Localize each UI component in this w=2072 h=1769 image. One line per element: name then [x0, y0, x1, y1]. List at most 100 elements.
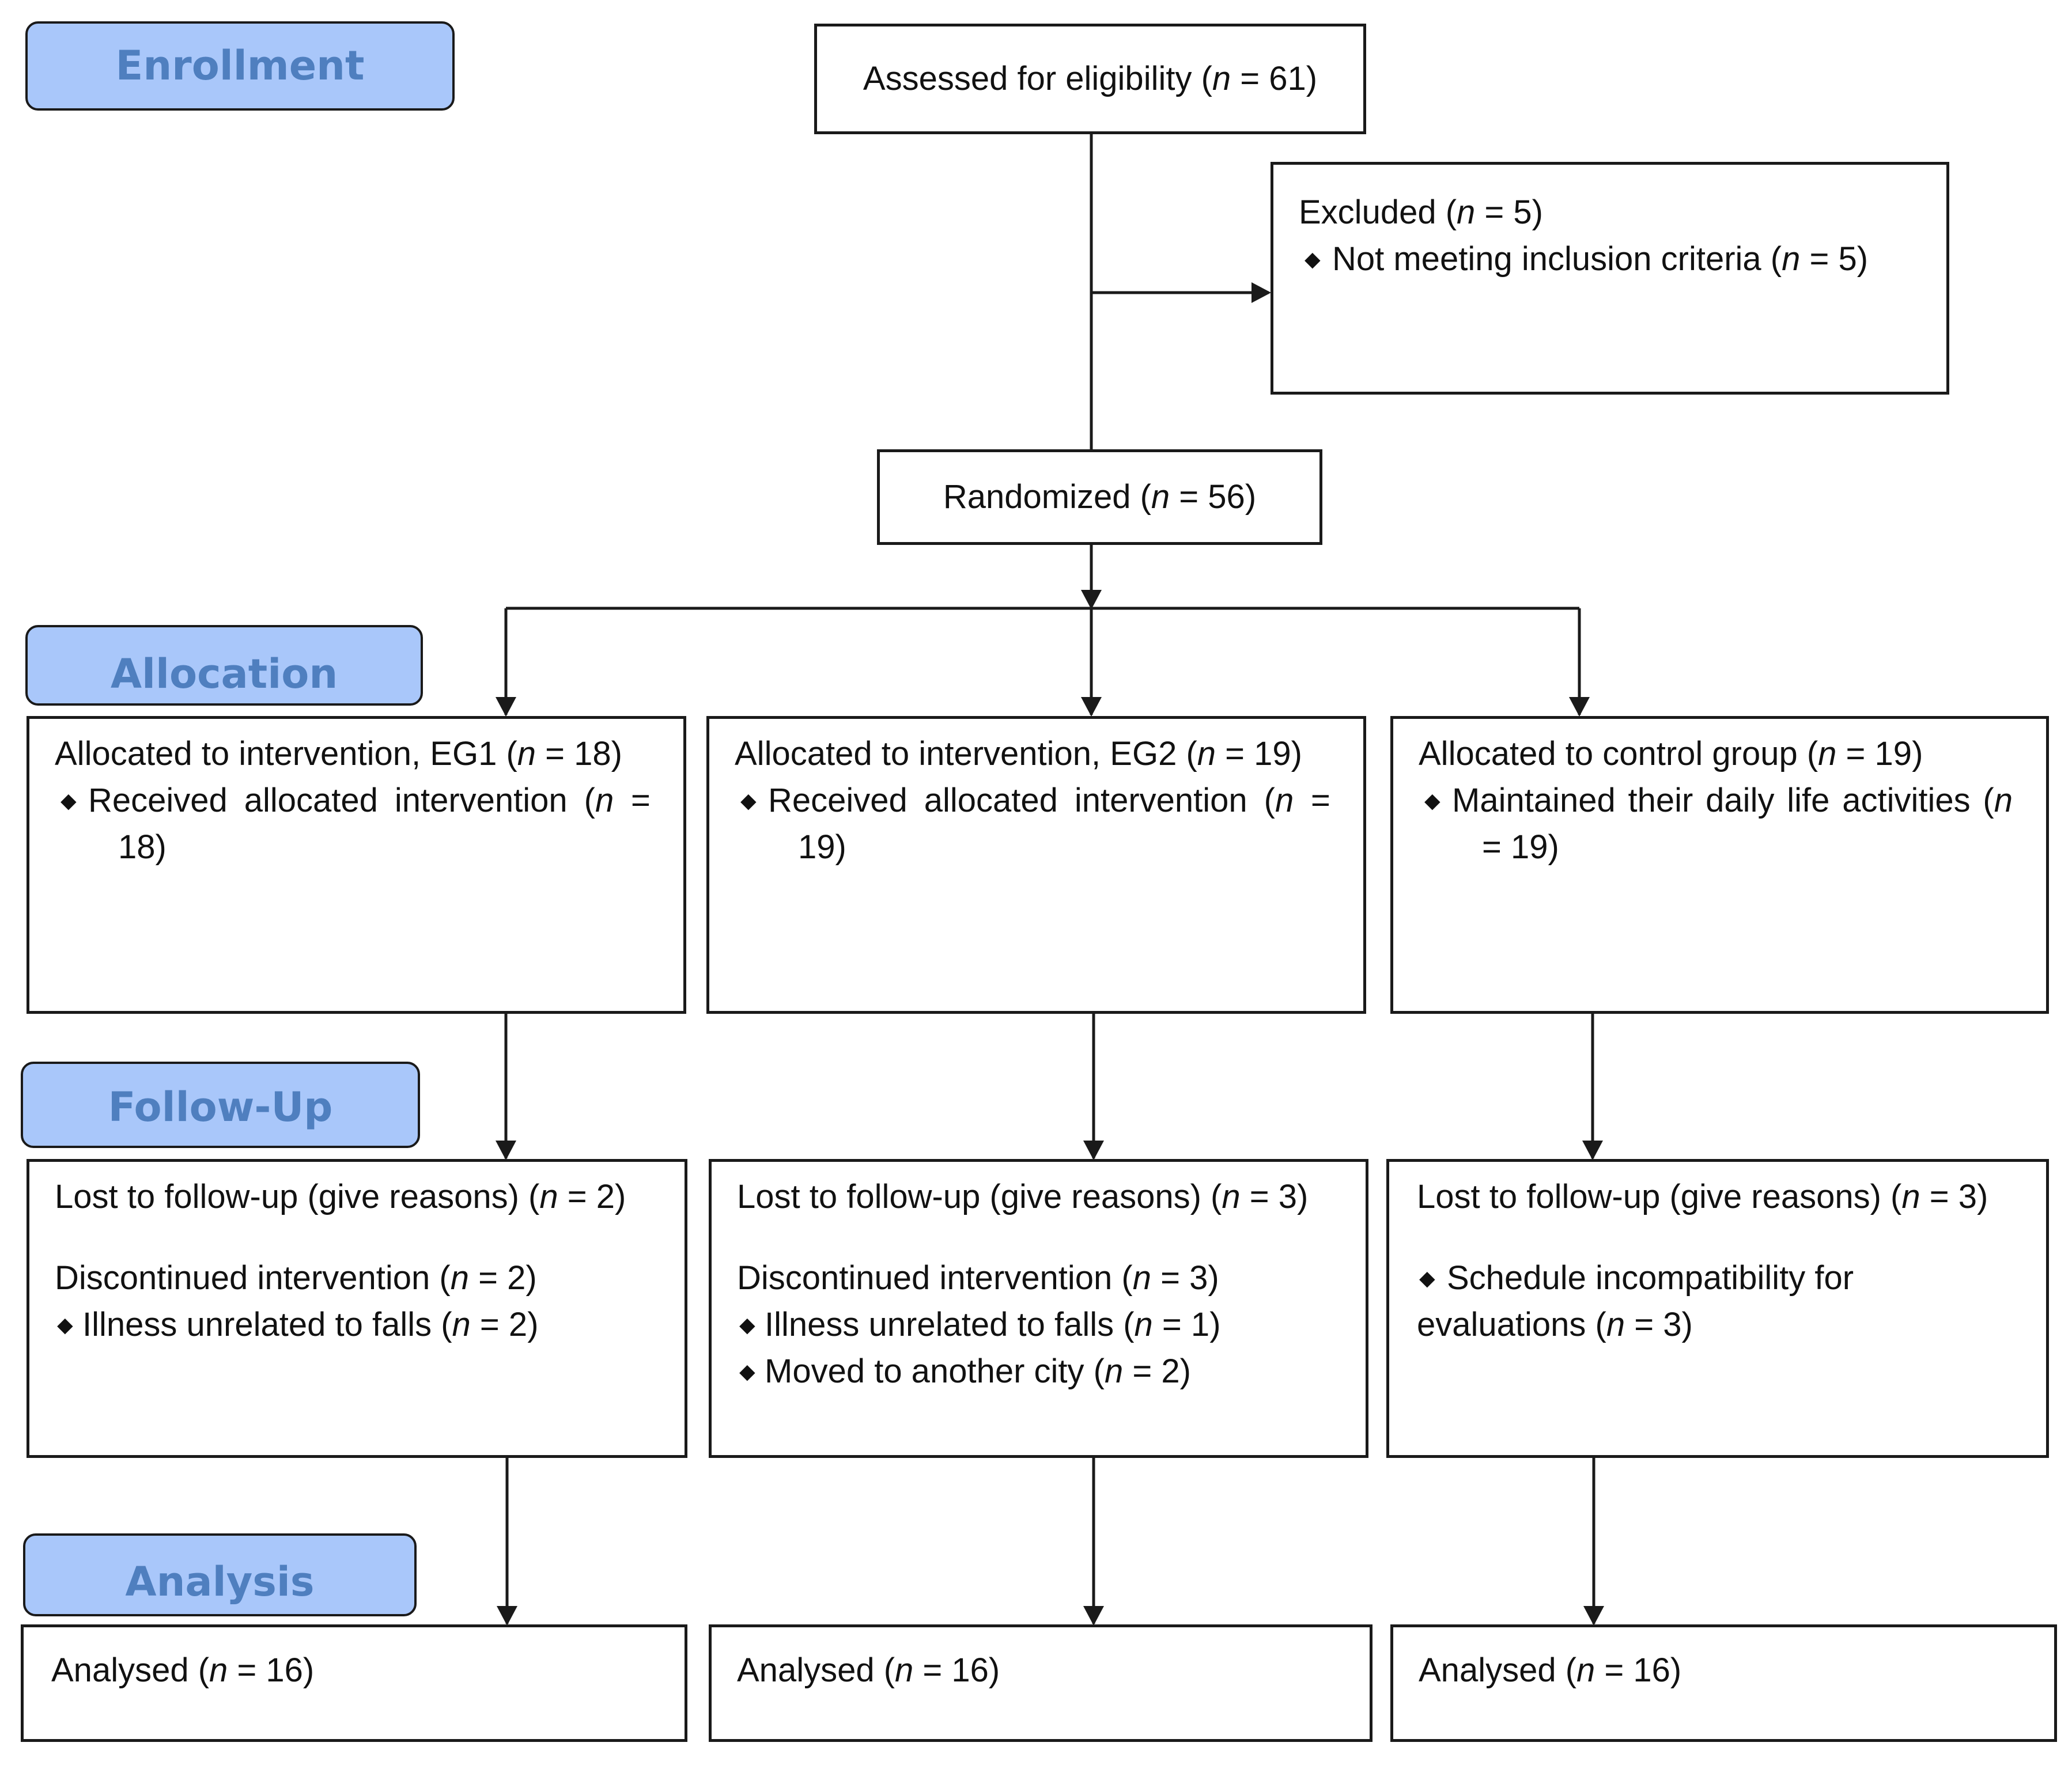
follow-up-eg2-reason-count: 2 — [1161, 1353, 1180, 1390]
randomized-label: Randomized ( — [943, 478, 1151, 516]
equals-sign: = — [228, 1651, 266, 1689]
close-paren: ) — [1209, 1306, 1221, 1343]
stage-label-allocation-text: Allocation — [110, 650, 338, 698]
allocation-eg1-item-line: Received allocated intervention (n = — [88, 777, 650, 824]
analysis-box-eg2: Analysed (n = 16) — [709, 1624, 1372, 1742]
follow-up-box-eg2: Lost to follow-up (give reasons) (n = 3)… — [709, 1159, 1368, 1458]
allocation-box-eg2: Allocated to intervention, EG2 (n = 19) … — [706, 716, 1366, 1014]
equals-sign: = — [558, 1178, 596, 1215]
allocation-control-title: Allocated to control group (n = 19) — [1419, 730, 2025, 777]
assessed-label: Assessed for eligibility ( — [863, 60, 1212, 97]
allocation-control-item-count: = 19) — [1482, 828, 1559, 866]
equals-sign: = — [1836, 735, 1875, 772]
equals-sign: = — [1216, 735, 1254, 772]
arrowhead-eg1 — [496, 697, 516, 717]
allocation-eg2-title: Allocated to intervention, EG2 (n = 19) — [735, 730, 1343, 777]
equals-sign: = — [1152, 1306, 1191, 1343]
arrowhead-control-followup — [1582, 1141, 1603, 1160]
follow-up-control-lost: Lost to follow-up (give reasons) (n = 3) — [1417, 1173, 2046, 1220]
follow-up-control-reason-line1: Schedule incompatibility for — [1447, 1259, 1854, 1297]
analysis-control-label: Analysed ( — [1419, 1651, 1577, 1689]
arrowhead-control — [1569, 697, 1590, 717]
close-paren: ) — [1977, 1178, 1988, 1215]
allocation-box-control: Allocated to control group (n = 19) ◆Mai… — [1390, 716, 2049, 1014]
close-paren: ) — [615, 1178, 626, 1215]
stage-label-enrollment-text: Enrollment — [115, 42, 365, 89]
equals-sign: = — [1475, 194, 1514, 231]
analysis-eg1-count: 16 — [266, 1651, 303, 1689]
equals-sign: = — [470, 1306, 509, 1343]
bullet-icon: ◆ — [740, 789, 757, 812]
follow-up-control-reason: ◆ Schedule incompatibility for — [1417, 1255, 2046, 1301]
allocation-eg2-item-text: Received allocated intervention ( — [768, 782, 1275, 819]
follow-up-eg2-reason-text: Moved to another city ( — [765, 1353, 1105, 1390]
equals-sign: = — [1595, 1651, 1634, 1689]
analysis-eg1-line: Analysed (n = 16) — [51, 1647, 685, 1694]
follow-up-eg2-reason: ◆Moved to another city (n = 2) — [737, 1348, 1366, 1395]
stage-label-follow-up-text: Follow-Up — [108, 1084, 333, 1131]
follow-up-eg2-discontinued: Discontinued intervention (n = 3) — [737, 1255, 1366, 1301]
n-symbol: n — [1457, 194, 1476, 231]
follow-up-eg2-discontinued-label: Discontinued intervention ( — [737, 1259, 1133, 1297]
allocation-eg1-item-n: n = — [595, 782, 650, 819]
allocation-eg1-item-text: Received allocated intervention ( — [88, 782, 595, 819]
follow-up-control-reason-cont: evaluations (n = 3) — [1417, 1301, 2046, 1348]
n-symbol: n — [1132, 1259, 1151, 1297]
n-symbol: n — [517, 735, 536, 772]
allocation-eg1-count: 18 — [574, 735, 611, 772]
stage-label-enrollment: Enrollment — [25, 21, 455, 111]
spacer — [737, 1220, 1366, 1255]
close-paren: ) — [1297, 1178, 1309, 1215]
analysis-box-control: Analysed (n = 16) — [1390, 1624, 2057, 1742]
close-paren: ) — [611, 735, 622, 772]
stage-label-analysis: Analysis — [23, 1533, 417, 1616]
equals-sign: = — [1151, 1259, 1190, 1297]
arrowhead-eg1-analysis — [497, 1606, 517, 1626]
n-symbol: n — [450, 1259, 469, 1297]
bullet-icon: ◆ — [739, 1313, 755, 1336]
bullet-icon: ◆ — [739, 1359, 755, 1383]
close-paren: ) — [1857, 240, 1869, 278]
allocation-eg2-count: 19 — [1254, 735, 1291, 772]
arrowhead-split — [1081, 590, 1102, 609]
arrowhead-excluded — [1251, 282, 1271, 303]
excluded-reason-text: Not meeting inclusion criteria ( — [1332, 240, 1782, 278]
close-paren: ) — [988, 1651, 1000, 1689]
arrowhead-eg2 — [1081, 697, 1102, 717]
allocation-eg1-title: Allocated to intervention, EG1 (n = 18) — [55, 730, 663, 777]
allocation-eg2-item-count: 19) — [798, 828, 846, 866]
follow-up-box-control: Lost to follow-up (give reasons) (n = 3)… — [1386, 1159, 2049, 1458]
analysis-control-count: 16 — [1633, 1651, 1670, 1689]
follow-up-control-reason-count: 3 — [1663, 1306, 1682, 1343]
follow-up-eg1-reason: ◆Illness unrelated to falls (n = 2) — [55, 1301, 685, 1348]
follow-up-eg1-discontinued-label: Discontinued intervention ( — [55, 1259, 451, 1297]
stage-label-analysis-text: Analysis — [125, 1558, 315, 1605]
analysis-box-eg1: Analysed (n = 16) — [21, 1624, 687, 1742]
follow-up-control-reason-line2: evaluations ( — [1417, 1306, 1606, 1343]
allocation-control-item-n: n — [1994, 782, 2013, 819]
allocation-eg1-item-count: 18) — [118, 828, 167, 866]
follow-up-eg1-discontinued: Discontinued intervention (n = 2) — [55, 1255, 685, 1301]
follow-up-eg2-lost: Lost to follow-up (give reasons) (n = 3) — [737, 1173, 1366, 1220]
follow-up-eg2-lost-count: 3 — [1278, 1178, 1298, 1215]
follow-up-control-lost-label: Lost to follow-up (give reasons) ( — [1417, 1178, 1902, 1215]
close-paren: ) — [1912, 735, 1923, 772]
close-paren: ) — [1291, 735, 1302, 772]
bullet-icon: ◆ — [57, 1313, 73, 1336]
close-paren: ) — [1532, 194, 1543, 231]
allocation-eg2-label: Allocated to intervention, EG2 ( — [735, 735, 1197, 772]
excluded-reason-item: ◆Not meeting inclusion criteria (n = 5) — [1299, 236, 1946, 282]
n-symbol: n — [1576, 1651, 1595, 1689]
equals-sign: = — [1800, 240, 1839, 278]
follow-up-eg1-lost: Lost to follow-up (give reasons) (n = 2) — [55, 1173, 685, 1220]
close-paren: ) — [1670, 1651, 1682, 1689]
allocation-control-count: 19 — [1874, 735, 1912, 772]
n-symbol: n — [1104, 1353, 1124, 1390]
stage-label-allocation: Allocation — [25, 625, 423, 706]
n-symbol: n — [1197, 735, 1216, 772]
close-paren: ) — [303, 1651, 315, 1689]
bullet-icon: ◆ — [1419, 1266, 1435, 1290]
follow-up-eg1-lost-count: 2 — [596, 1178, 615, 1215]
arrowhead-eg1-followup — [496, 1141, 516, 1160]
excluded-reason-count: 5 — [1838, 240, 1857, 278]
